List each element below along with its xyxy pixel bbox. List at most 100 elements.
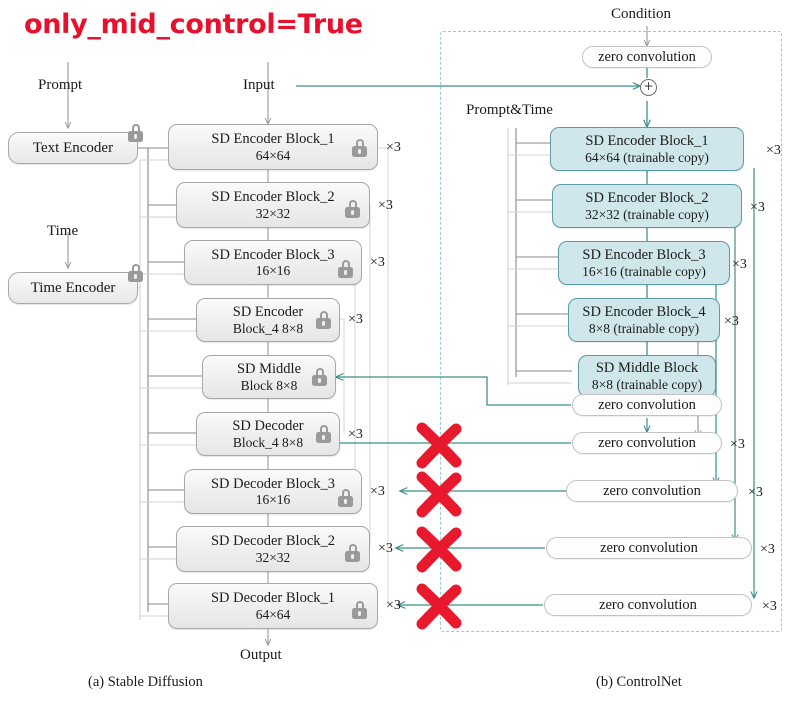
sd-decoder-block-4[interactable]: SD Decoder Block_4 8×8: [196, 412, 340, 456]
lock-icon: [128, 124, 143, 142]
block-resolution: 16×16: [255, 263, 291, 279]
lock-icon: [316, 425, 331, 443]
block-resolution: 64×64: [255, 147, 291, 163]
sd-middle-block[interactable]: SD Middle Block 8×8: [202, 355, 336, 399]
page-title: only_mid_control=True: [24, 9, 363, 40]
block-title: SD Decoder Block_1: [210, 590, 336, 607]
block-title: SD Decoder: [232, 418, 304, 435]
block-resolution: 8×8 (trainable copy): [591, 376, 703, 392]
repeat-badge-zc-3: ×3: [760, 542, 775, 557]
zero-convolution-top[interactable]: zero convolution: [582, 46, 712, 68]
repeat-badge-decoder-3: ×3: [370, 484, 385, 499]
sd-encoder-block-2[interactable]: SD Encoder Block_2 32×32: [176, 182, 370, 228]
sd-decoder-block-2[interactable]: SD Decoder Block_2 32×32: [176, 526, 370, 572]
repeat-badge-cn-encoder-1: ×3: [766, 143, 781, 158]
time-encoder-block[interactable]: Time Encoder: [8, 264, 143, 304]
repeat-badge-cn-encoder-4: ×3: [724, 314, 739, 329]
time-encoder-label: Time Encoder: [30, 279, 116, 296]
lock-icon: [312, 368, 327, 386]
block-title: SD Encoder Block_4: [582, 304, 706, 321]
block-title: SD Decoder Block_2: [210, 533, 336, 550]
label-prompt: Prompt: [38, 77, 83, 93]
text-encoder-block[interactable]: Text Encoder: [8, 124, 143, 164]
controlnet-middle-block[interactable]: SD Middle Block 8×8 (trainable copy): [578, 355, 716, 397]
block-title: SD Encoder Block_1: [585, 133, 709, 150]
zero-convolution-middle[interactable]: zero convolution: [572, 394, 722, 416]
repeat-badge-zc-4: ×3: [762, 599, 777, 614]
block-title: SD Decoder Block_3: [210, 475, 336, 492]
block-title: SD Encoder Block_2: [211, 189, 335, 206]
label-prompt-and-time: Prompt&Time: [466, 102, 553, 118]
block-resolution: Block 8×8: [240, 377, 298, 393]
block-title: SD Encoder Block_3: [582, 247, 706, 264]
block-resolution: 32×32: [255, 549, 291, 565]
repeat-badge-decoder-4: ×3: [348, 427, 363, 442]
zero-convolution-4[interactable]: zero convolution: [544, 594, 752, 616]
zero-convolution-label: zero convolution: [598, 396, 696, 413]
repeat-badge-cn-encoder-2: ×3: [750, 200, 765, 215]
lock-icon: [128, 264, 143, 282]
repeat-badge-encoder-3: ×3: [370, 255, 385, 270]
zero-convolution-3[interactable]: zero convolution: [546, 537, 752, 559]
zero-convolution-label: zero convolution: [603, 482, 701, 499]
zero-convolution-1[interactable]: zero convolution: [572, 432, 722, 454]
label-output: Output: [240, 647, 282, 663]
lock-icon: [338, 489, 353, 507]
repeat-badge-encoder-2: ×3: [378, 198, 393, 213]
sd-decoder-block-1[interactable]: SD Decoder Block_1 64×64: [168, 583, 378, 629]
controlnet-encoder-block-3[interactable]: SD Encoder Block_3 16×16 (trainable copy…: [558, 241, 730, 285]
lock-icon: [352, 601, 367, 619]
zero-convolution-2[interactable]: zero convolution: [566, 480, 738, 502]
block-title: SD Encoder Block_1: [211, 131, 335, 148]
sd-encoder-block-1[interactable]: SD Encoder Block_1 64×64: [168, 124, 378, 170]
disabled-cross-icon-3: [416, 526, 462, 573]
sd-decoder-block-3[interactable]: SD Decoder Block_3 16×16: [184, 469, 362, 514]
disabled-cross-icon-4: [416, 583, 462, 630]
controlnet-encoder-block-1[interactable]: SD Encoder Block_1 64×64 (trainable copy…: [550, 127, 744, 171]
caption-stable-diffusion: (a) Stable Diffusion: [88, 674, 203, 690]
block-resolution: 64×64: [255, 606, 291, 622]
disabled-cross-icon-2: [416, 471, 462, 518]
text-encoder-label: Text Encoder: [32, 139, 114, 156]
block-resolution: 16×16 (trainable copy): [582, 263, 706, 279]
zero-convolution-label: zero convolution: [600, 539, 698, 556]
block-title: SD Middle: [236, 361, 302, 378]
block-resolution: 64×64 (trainable copy): [585, 149, 709, 165]
lock-icon: [338, 260, 353, 278]
repeat-badge-encoder-4: ×3: [348, 312, 363, 327]
lock-icon: [345, 544, 360, 562]
label-input: Input: [243, 77, 275, 93]
sd-encoder-block-3[interactable]: SD Encoder Block_3 16×16: [184, 240, 362, 285]
block-resolution: Block_4 8×8: [232, 434, 304, 450]
block-resolution: 16×16: [255, 492, 291, 508]
repeat-badge-cn-encoder-3: ×3: [732, 257, 747, 272]
repeat-badge-zc-1: ×3: [730, 437, 745, 452]
lock-icon: [352, 139, 367, 157]
block-resolution: 32×32: [255, 205, 291, 221]
repeat-badge-decoder-2: ×3: [378, 541, 393, 556]
controlnet-encoder-block-2[interactable]: SD Encoder Block_2 32×32 (trainable copy…: [552, 184, 742, 228]
zero-convolution-label: zero convolution: [598, 48, 696, 65]
repeat-badge-zc-2: ×3: [748, 485, 763, 500]
block-resolution: 8×8 (trainable copy): [588, 320, 700, 336]
caption-controlnet: (b) ControlNet: [596, 674, 682, 690]
zero-convolution-label: zero convolution: [599, 596, 697, 613]
block-title: SD Encoder: [232, 304, 304, 321]
repeat-badge-encoder-1: ×3: [386, 140, 401, 155]
label-time: Time: [47, 223, 79, 239]
block-title: SD Middle Block: [595, 360, 699, 377]
disabled-cross-icon-1: [416, 422, 462, 469]
controlnet-boundary: [440, 31, 782, 632]
zero-convolution-label: zero convolution: [598, 434, 696, 451]
sd-encoder-block-4[interactable]: SD Encoder Block_4 8×8: [196, 298, 340, 342]
block-title: SD Encoder Block_2: [585, 190, 709, 207]
lock-icon: [345, 200, 360, 218]
block-title: SD Encoder Block_3: [211, 246, 335, 263]
lock-icon: [316, 311, 331, 329]
addition-node: +: [640, 79, 657, 96]
repeat-badge-decoder-1: ×3: [386, 598, 401, 613]
controlnet-encoder-block-4[interactable]: SD Encoder Block_4 8×8 (trainable copy): [568, 298, 720, 342]
block-resolution: 32×32 (trainable copy): [585, 206, 709, 222]
label-condition: Condition: [611, 6, 672, 22]
